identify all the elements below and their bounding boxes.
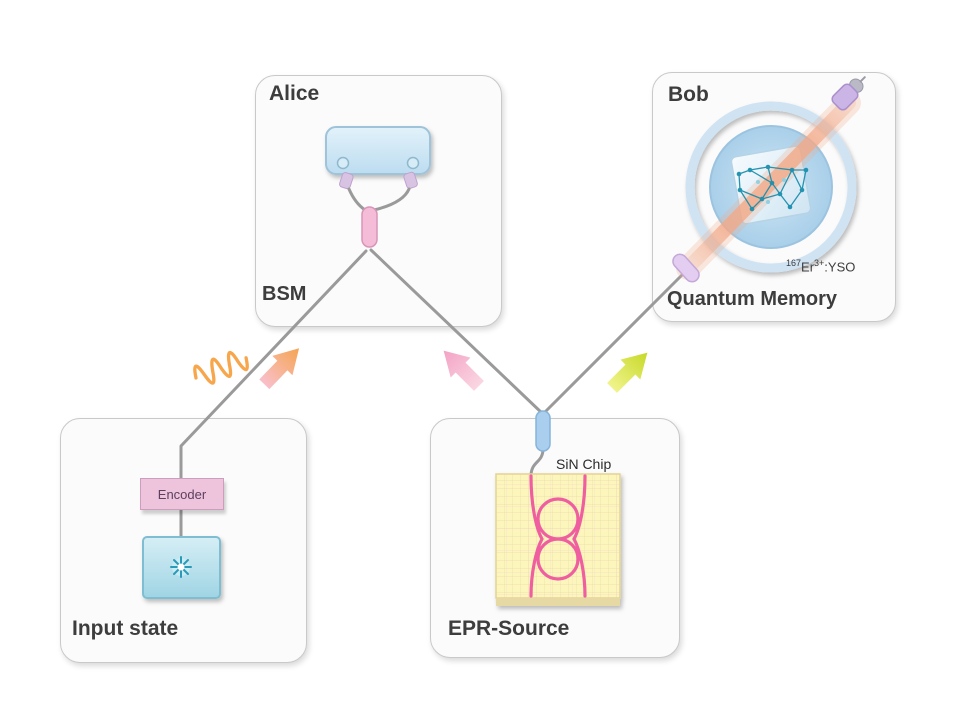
alice-title: Alice [269,82,320,105]
photon-arrow-epr-to-bob [607,352,648,393]
memory-outer-ring [685,101,857,273]
fiber-connector-pink [361,206,378,248]
fiber-junction-to-bob [541,271,686,416]
laser-spark-icon [170,556,192,578]
material-charge: 3+ [814,258,825,268]
atomic-network-graph [736,164,809,212]
bsm-detector-window-left [336,156,350,170]
sin-chip-label: SiN Chip [556,456,612,472]
bob-title: Bob [668,83,709,106]
photon-arrow-epr-to-alice [443,350,484,391]
fiber-stub-right [403,171,418,189]
photon-arrow-input-to-alice [259,348,300,390]
bsm-caption: BSM [262,283,307,305]
detector-head [831,76,866,111]
alice-panel [255,75,502,327]
bsm-device [325,126,431,248]
encoder-label: Encoder [157,486,207,502]
material-host: :YSO [824,259,856,275]
encoder-box: Encoder [140,478,224,510]
fiber-connector-blue [535,410,551,452]
input-state-caption: Input state [72,617,179,640]
fiber-junction-to-chip [529,447,545,478]
fiber-stub-left [339,172,354,190]
laser-source [142,536,221,599]
quantum-memory-caption: Quantum Memory [667,288,838,310]
sin-chip [495,473,621,606]
memory-material-label: 167Er3+:YSO [786,258,855,274]
bsm-detector-window-right [406,156,420,170]
epr-source-caption: EPR-Source [448,617,570,640]
fiber-bsm-to-junction [369,248,545,416]
quantum-memory-device [672,76,866,283]
photon-wavepacket-icon [193,350,249,385]
pump-beam [681,96,856,275]
material-isotope: 167 [786,258,802,268]
fiber-connector-lavender [672,253,700,283]
material-element: Er [801,259,815,275]
ring-resonators [529,474,587,598]
